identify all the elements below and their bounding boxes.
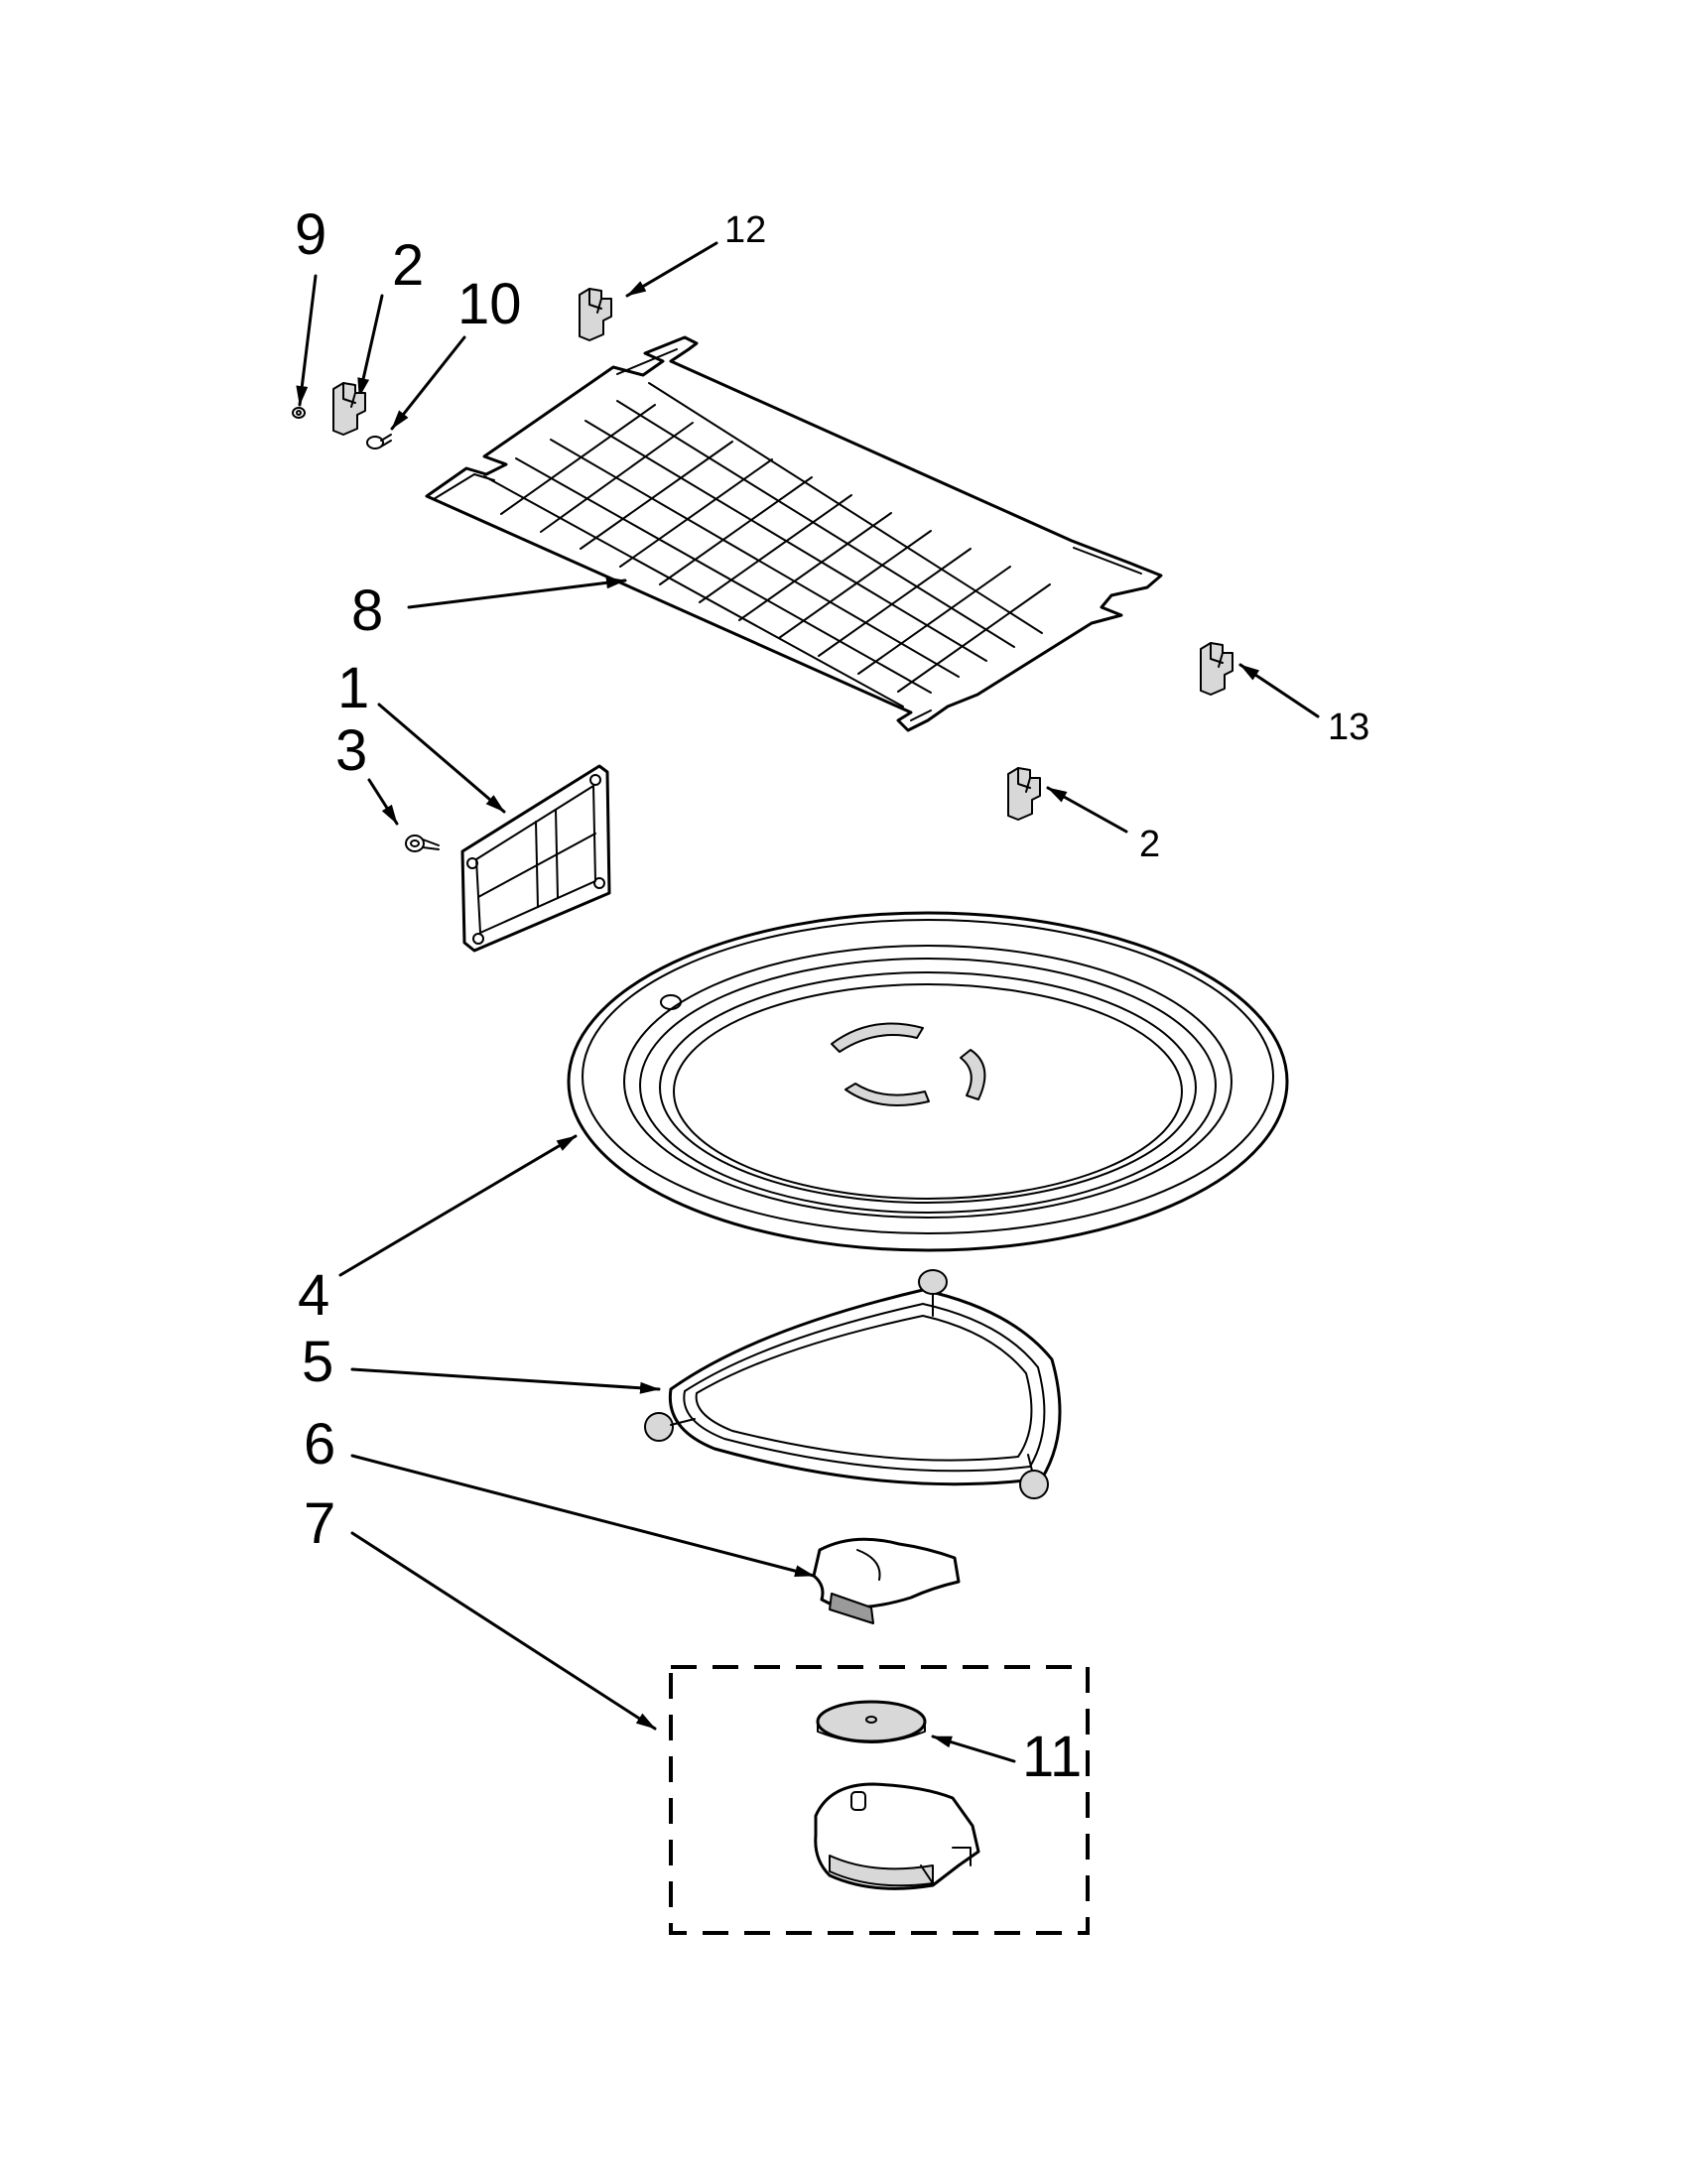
part-8-wire-rack [425, 335, 1163, 732]
part-4-turntable-tray [567, 911, 1289, 1252]
callout-11: 11 [1022, 1725, 1082, 1789]
callout-13: 13 [1328, 707, 1369, 748]
part-6-coupler [812, 1537, 961, 1624]
callout-3: 3 [335, 718, 367, 783]
part-5-roller-ring [644, 1269, 1062, 1499]
callout-7: 7 [304, 1491, 335, 1556]
callout-1: 1 [337, 656, 369, 720]
part-7-motor-assembly [669, 1665, 1090, 1935]
leader-lines [296, 241, 1320, 1763]
callout-2: 2 [392, 233, 424, 298]
part-2-rack-support-right [1007, 767, 1041, 821]
part-11-motor-disc [816, 1700, 927, 1743]
part-3-screw [405, 835, 440, 852]
part-2-rack-support-left [332, 382, 366, 436]
callout-5: 5 [302, 1330, 333, 1394]
callout-9: 9 [295, 202, 326, 267]
part-1-cover-plate [460, 764, 611, 953]
callout-8: 8 [351, 578, 383, 643]
part-9-washer [292, 407, 306, 419]
motor-body [814, 1782, 980, 1890]
callout-10: 10 [457, 272, 522, 336]
callout-12: 12 [724, 209, 766, 251]
part-12-rack-support [579, 288, 612, 341]
callout-6: 6 [304, 1412, 335, 1477]
callout-2: 2 [1139, 824, 1160, 865]
callout-4: 4 [298, 1263, 329, 1328]
part-13-rack-support [1200, 642, 1233, 696]
part-10-screw [366, 434, 392, 450]
